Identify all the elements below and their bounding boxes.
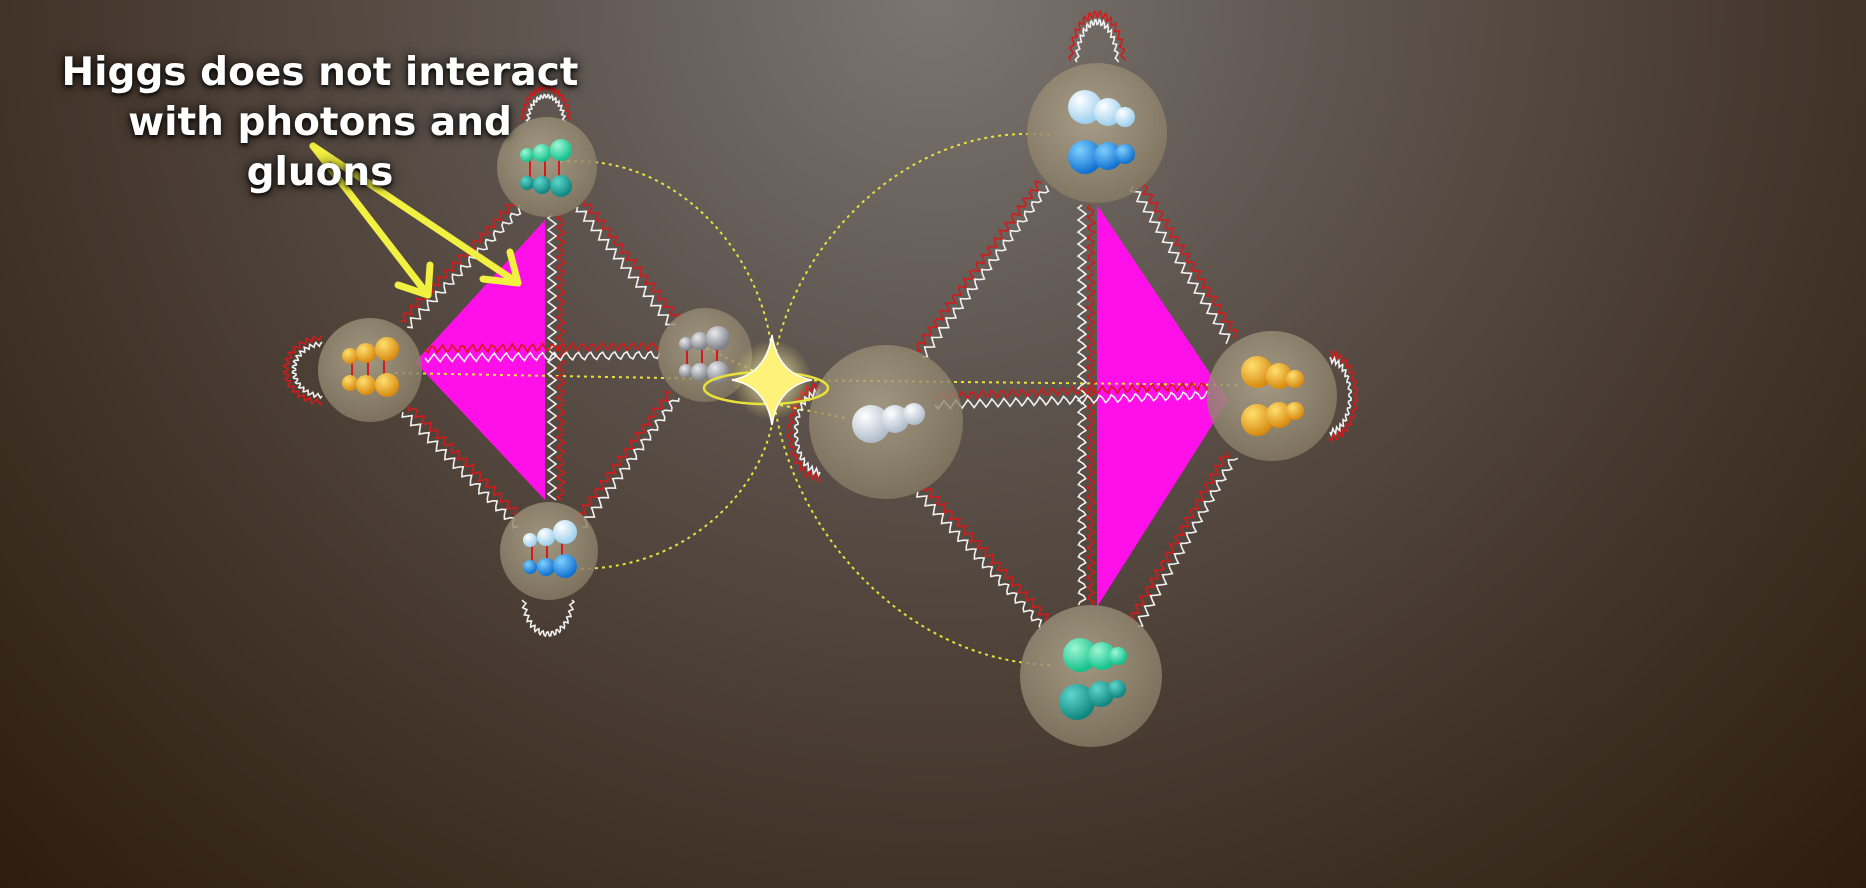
wave-line — [1137, 457, 1239, 628]
wave-line — [922, 185, 1050, 358]
wave-line — [1129, 450, 1231, 623]
bubble-center-white — [809, 345, 963, 499]
wave-line — [407, 204, 522, 329]
bubble-left-orange — [318, 318, 422, 422]
bubble-bottom-blue — [500, 502, 598, 600]
wave-line — [915, 491, 1043, 630]
bubble-bottom-right-green — [1020, 605, 1162, 747]
wave-line — [922, 485, 1050, 624]
annotation-arrow-icon — [309, 142, 522, 299]
wave-line — [575, 206, 676, 326]
wave-line — [400, 198, 518, 323]
wave-line — [401, 411, 520, 529]
self-loop — [1067, 9, 1126, 61]
wave-line — [424, 350, 661, 364]
wave-line — [915, 180, 1043, 353]
wave-line — [1085, 204, 1097, 606]
annotation-line-2: with photons and gluons — [128, 100, 512, 195]
bubble-top-green — [497, 117, 597, 217]
self-loop — [291, 341, 323, 400]
wave-line — [575, 390, 673, 523]
wave-line — [407, 405, 524, 524]
wave-line — [1137, 181, 1239, 340]
wave-line — [934, 390, 1211, 411]
wave-line — [1076, 204, 1088, 606]
wave-line — [1129, 186, 1231, 345]
bubble-top-right-blue — [1027, 63, 1167, 203]
self-loop — [1329, 349, 1359, 444]
right-triangle — [1097, 205, 1228, 607]
wave-line — [582, 201, 681, 324]
self-loop — [1074, 18, 1120, 63]
wave-line — [582, 397, 680, 528]
self-loop — [519, 84, 572, 121]
self-loop — [525, 93, 567, 123]
annotation-text: Higgs does not interact with photons and… — [60, 48, 580, 198]
self-loop — [282, 334, 323, 406]
annotation-line-1: Higgs does not interact — [61, 50, 579, 95]
self-loop — [521, 599, 576, 638]
boson-wave-lines — [282, 9, 1359, 638]
bubble-right-orange — [1207, 331, 1337, 461]
wave-line — [934, 381, 1211, 402]
left-triangle — [415, 220, 545, 500]
self-loop — [1329, 355, 1353, 438]
wave-line — [546, 214, 558, 501]
wave-line — [424, 340, 661, 355]
higgs-burst-icon — [702, 334, 830, 426]
